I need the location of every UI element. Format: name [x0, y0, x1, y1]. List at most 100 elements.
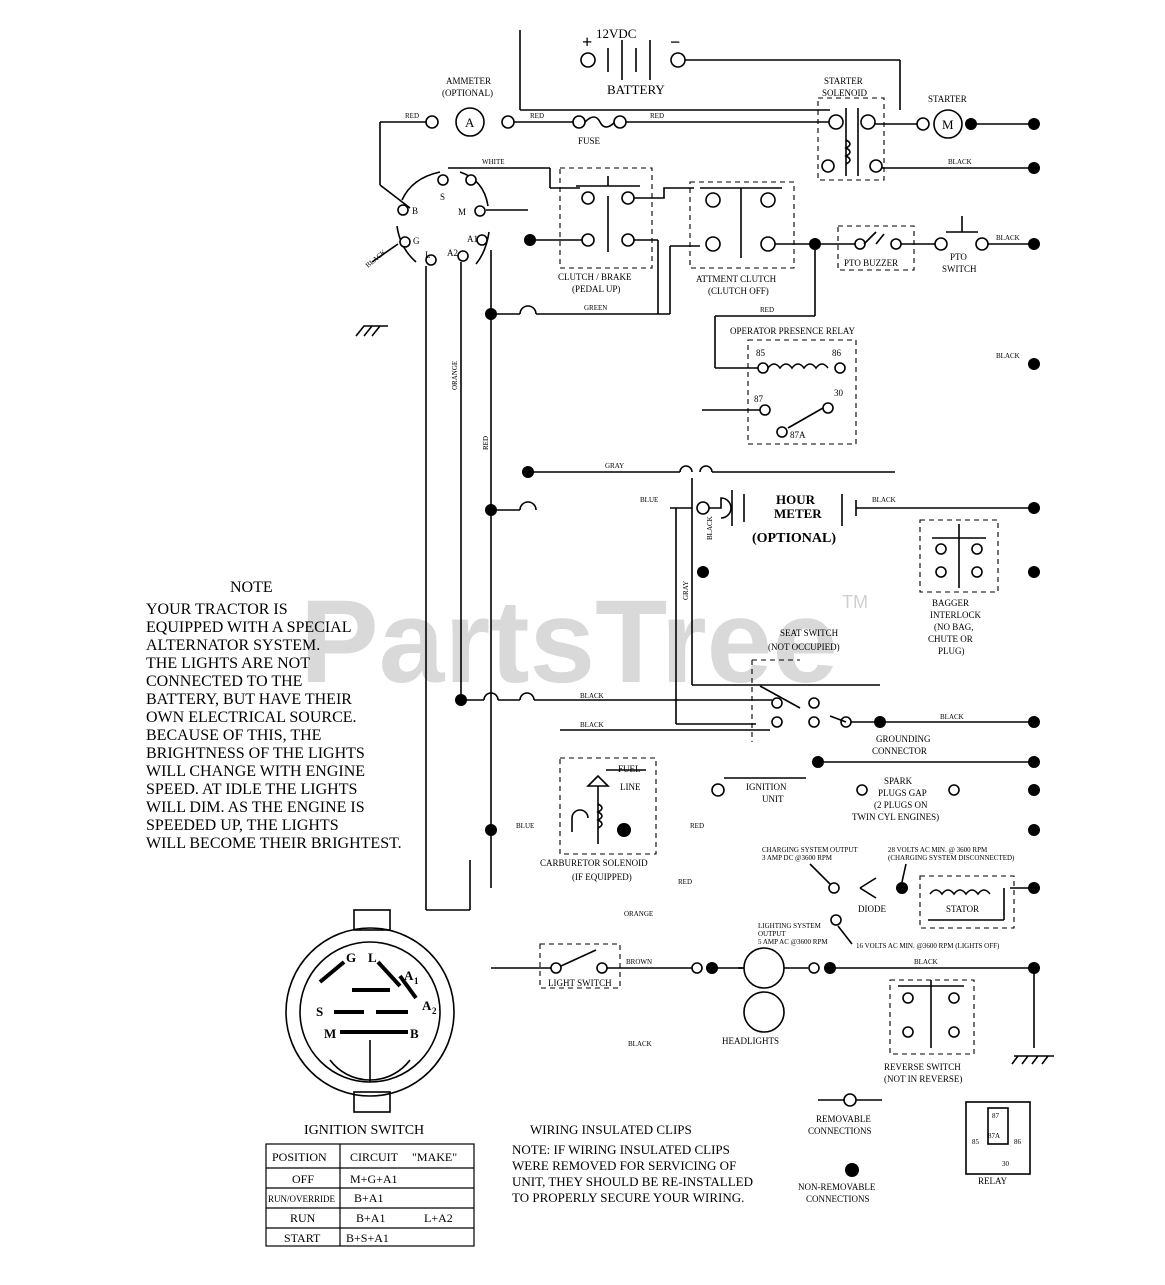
wire-white: WHITE: [482, 158, 505, 166]
table-row-1-position: OFF: [292, 1172, 314, 1186]
table-row-2-circuit: B+A1: [354, 1191, 383, 1205]
wire-black-ign: BLACK: [364, 248, 387, 269]
charging-right-2: (CHARGING SYSTEM DISCONNECTED): [888, 854, 1015, 862]
attment-clutch-label-1: ATTMENT CLUTCH: [696, 274, 777, 284]
wire-black-1: BLACK: [948, 158, 972, 166]
fuel-line-label-2: LINE: [620, 782, 641, 792]
hour-meter-label-3: (OPTIONAL): [752, 531, 836, 546]
wire-black-5: BLACK: [580, 721, 604, 729]
wire-black-pto: BLACK: [996, 234, 1020, 242]
reverse-switch-label-1: REVERSE SWITCH: [884, 1062, 961, 1072]
pin-m: M: [458, 207, 466, 217]
clutch-brake-label-1: CLUTCH / BRAKE: [558, 272, 632, 282]
note-line-12: WILL DIM. AS THE ENGINE IS: [146, 799, 365, 816]
wire-red-3: RED: [650, 112, 664, 120]
spark-label-2: PLUGS GAP: [878, 788, 927, 798]
clutch-brake-switch: CLUTCH / BRAKE (PEDAL UP): [558, 167, 653, 294]
watermark-text: PartsTree: [300, 576, 838, 708]
spark-label-1: SPARK: [884, 776, 913, 786]
wire-gray-1: GRAY: [605, 462, 624, 470]
clips-line-3: UNIT, THEY SHOULD BE RE-INSTALLED: [512, 1174, 753, 1189]
face-l: L: [368, 950, 377, 965]
note-line-4: THE LIGHTS ARE NOT: [146, 655, 310, 672]
ammeter-sub: (OPTIONAL): [442, 88, 493, 98]
clips-line-2: WERE REMOVED FOR SERVICING OF: [512, 1158, 736, 1173]
wire-blue-2: BLUE: [516, 822, 534, 830]
table-row-1-circuit: M+G+A1: [350, 1172, 398, 1186]
note-line-11: SPEED. AT IDLE THE LIGHTS: [146, 781, 357, 798]
note-line-1: YOUR TRACTOR IS: [146, 601, 288, 618]
face-b: B: [410, 1026, 419, 1041]
ammeter-label: AMMETER: [446, 76, 491, 86]
ignition-unit-label-1: IGNITION: [746, 782, 787, 792]
note-line-3: ALTERNATOR SYSTEM.: [146, 637, 320, 654]
legend-removable-1: REMOVABLE: [816, 1114, 871, 1124]
legend-removable-2: CONNECTIONS: [808, 1126, 872, 1136]
note-line-10: WILL CHANGE WITH ENGINE: [146, 763, 365, 780]
bagger-label-1: BAGGER: [932, 598, 969, 608]
hour-meter: HOUR METER (OPTIONAL): [696, 490, 857, 546]
seat-switch: SEAT SWITCH (NOT OCCUPIED): [751, 628, 852, 742]
light-switch: LIGHT SWITCH: [539, 943, 621, 989]
face-a1: A: [404, 968, 414, 983]
grounding-label-1: GROUNDING: [876, 734, 931, 744]
table-row-4-circuit: B+S+A1: [346, 1231, 389, 1245]
relay-label: OPERATOR PRESENCE RELAY: [730, 326, 856, 336]
note-title: NOTE: [230, 579, 273, 596]
face-a2: A: [422, 998, 432, 1013]
fuse: FUSE: [572, 115, 627, 146]
ignition-unit: IGNITION UNIT: [711, 777, 806, 804]
spark-label-3: (2 PLUGS ON: [874, 800, 928, 810]
lighting-4: 16 VOLTS AC MIN. @3600 RPM (LIGHTS OFF): [856, 942, 1000, 950]
ammeter: A AMMETER (OPTIONAL): [425, 76, 515, 137]
hour-meter-label-1: HOUR: [776, 492, 816, 507]
bagger-interlock: BAGGER INTERLOCK (NO BAG, CHUTE OR PLUG): [919, 519, 999, 656]
legend-r86: 86: [1014, 1138, 1022, 1146]
relay-86: 86: [832, 348, 842, 358]
wire-orange-2: ORANGE: [624, 910, 653, 918]
charging-right-1: 28 VOLTS AC MIN. @ 3600 RPM: [888, 846, 988, 854]
pin-a2: A2: [447, 248, 458, 258]
attment-clutch-switch: ATTMENT CLUTCH (CLUTCH OFF): [689, 181, 795, 296]
relay-85: 85: [756, 348, 766, 358]
starter-symbol: M: [942, 117, 954, 132]
headlights: HEADLIGHTS: [722, 947, 808, 1046]
reverse-switch: REVERSE SWITCH (NOT IN REVERSE): [884, 979, 975, 1084]
pin-b: B: [412, 206, 418, 216]
table-row-3-extra: L+A2: [424, 1211, 453, 1225]
wire-red-carb: RED: [690, 822, 704, 830]
wire-black-hm: BLACK: [706, 516, 714, 540]
wire-red-4: RED: [678, 878, 692, 886]
ignition-switch-face: G L A 1 A 2 S M B: [285, 909, 455, 1113]
ignition-switch-title: IGNITION SWITCH: [304, 1123, 424, 1138]
bagger-label-2: INTERLOCK: [930, 610, 981, 620]
carb-label-2: (IF EQUIPPED): [572, 872, 632, 882]
wire-blue-1: BLUE: [640, 496, 658, 504]
clips-note: WIRING INSULATED CLIPS NOTE: IF WIRING I…: [512, 1122, 753, 1205]
battery-plus: +: [582, 32, 592, 52]
starter-solenoid-label-1: STARTER: [824, 76, 863, 86]
pto-switch-label-1: PTO: [950, 252, 967, 262]
relay-87a: 87A: [790, 430, 806, 440]
note-line-5: CONNECTED TO THE: [146, 673, 302, 690]
hour-meter-label-2: METER: [774, 506, 822, 521]
light-switch-label: LIGHT SWITCH: [548, 978, 612, 988]
wire-brown: BROWN: [626, 958, 652, 966]
battery-minus: −: [670, 32, 680, 52]
watermark-tm: TM: [842, 592, 868, 612]
spark-plugs: SPARK PLUGS GAP (2 PLUGS ON TWIN CYL ENG…: [852, 776, 960, 822]
ammeter-symbol: A: [465, 115, 475, 130]
reverse-switch-label-2: (NOT IN REVERSE): [884, 1074, 962, 1084]
operator-presence-relay: OPERATOR PRESENCE RELAY 85 86 87 30 87A: [730, 326, 857, 445]
table-row-2-position: RUN/OVERRIDE: [268, 1194, 336, 1204]
ignition-connector: S M B G L A2 A1: [396, 171, 490, 266]
pin-a1: A1: [467, 234, 478, 244]
alternator-note: NOTE YOUR TRACTOR IS EQUIPPED WITH A SPE…: [146, 579, 402, 852]
face-g: G: [346, 950, 356, 965]
note-line-7: OWN ELECTRICAL SOURCE.: [146, 709, 357, 726]
wire-red-bus: RED: [482, 436, 490, 450]
lighting-2: OUTPUT: [758, 930, 786, 938]
wire-red-2: RED: [530, 112, 544, 120]
pto-switch-label-2: SWITCH: [942, 264, 977, 274]
